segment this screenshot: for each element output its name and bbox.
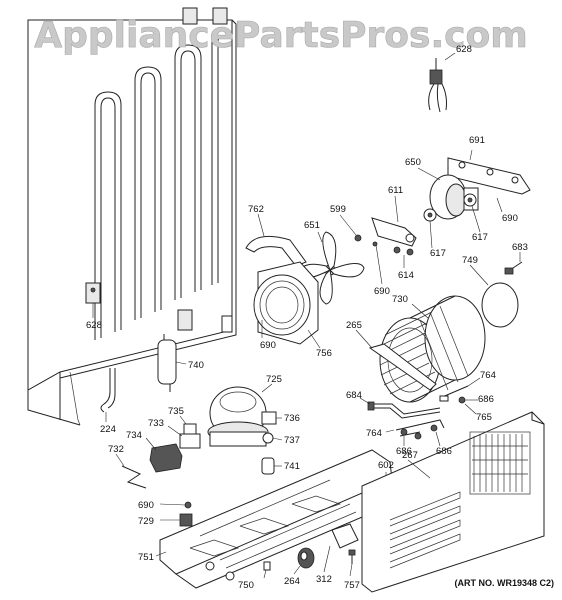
label-737: 737: [284, 435, 300, 446]
screw-683: [504, 252, 523, 275]
label-686-c: 686: [436, 446, 452, 457]
part-labels: 628 691 650 611 599 651 762 690 617 617 …: [86, 44, 528, 591]
motor-bracket-611: [371, 195, 417, 247]
label-690-bottom: 690: [138, 500, 154, 511]
label-741: 741: [284, 461, 300, 472]
clamp-686-765: [458, 396, 478, 415]
label-734: 734: [126, 430, 142, 441]
capacitor-741: [261, 457, 282, 475]
label-651: 651: [304, 220, 320, 231]
fan-guard-749: [469, 264, 519, 328]
label-686-a: 686: [478, 394, 494, 405]
label-683: 683: [512, 242, 528, 253]
label-750: 750: [238, 580, 254, 591]
label-684: 684: [346, 390, 362, 401]
relay-cover-734: [145, 437, 183, 473]
drier-740: [157, 334, 187, 392]
screws-614: [393, 246, 414, 268]
label-756: 756: [316, 348, 332, 359]
access-panel-267: [361, 411, 545, 593]
label-602: 602: [378, 460, 394, 471]
relay-733: [167, 425, 201, 449]
label-740: 740: [188, 360, 204, 371]
label-614: 614: [398, 270, 414, 281]
label-732: 732: [108, 444, 124, 455]
base-pan-ribs: [189, 479, 357, 569]
label-650: 650: [405, 157, 421, 168]
art-number: (ART NO. WR19348 C2): [454, 578, 554, 588]
label-599: 599: [330, 204, 346, 215]
label-312: 312: [316, 574, 332, 585]
label-611: 611: [388, 185, 403, 196]
cabinet-back: [27, 19, 237, 426]
bracket-729: [160, 513, 193, 527]
label-735: 735: [168, 406, 184, 417]
relay-735: [179, 415, 197, 435]
label-617-a: 617: [430, 248, 446, 259]
roller-264: [293, 547, 315, 575]
label-617-b: 617: [472, 232, 488, 243]
fan-shroud-756: [253, 261, 321, 349]
bracket-691: [447, 149, 531, 213]
label-265: 265: [346, 320, 362, 331]
screw-599: [339, 214, 362, 242]
label-751: 751: [138, 552, 154, 563]
overload-736: [261, 411, 282, 425]
label-733: 733: [148, 418, 164, 429]
condenser-tubing: [94, 7, 228, 340]
label-729: 729: [138, 516, 154, 527]
label-762: 762: [248, 204, 264, 215]
label-691: 691: [469, 135, 485, 146]
duct-762: [245, 213, 307, 267]
label-725: 725: [266, 374, 282, 385]
vent-grille: [469, 431, 531, 495]
label-628-left: 628: [86, 320, 102, 331]
bracket-plate: [177, 309, 233, 333]
tube-764-top: [439, 377, 481, 402]
power-cord-628: [428, 52, 456, 113]
tube-684: [359, 397, 441, 419]
label-764-b: 764: [366, 428, 382, 439]
screw-750: [263, 561, 271, 579]
mounting-bracket-628: [85, 282, 101, 318]
label-736: 736: [284, 413, 300, 424]
screw-690-mid: [372, 241, 383, 285]
drain-tube-224: [100, 368, 116, 422]
label-764-a: 764: [480, 370, 496, 381]
label-264: 264: [284, 576, 300, 587]
label-690-mid: 690: [374, 286, 390, 297]
label-730: 730: [392, 294, 408, 305]
grommet-617: [423, 193, 481, 249]
label-224: 224: [100, 424, 116, 435]
tube-764-bottom: [385, 419, 445, 447]
label-690-right: 690: [502, 213, 518, 224]
label-749: 749: [462, 255, 478, 266]
bracket-312: [323, 523, 359, 573]
harness-732: [115, 453, 147, 489]
screw-757: [348, 549, 356, 577]
label-267: 267: [402, 450, 418, 461]
label-757: 757: [344, 580, 360, 591]
label-690-left: 690: [260, 340, 276, 351]
panel-slots: [389, 491, 461, 569]
bracket-265: [355, 329, 437, 391]
label-686-b: 686: [396, 446, 412, 457]
label-628-top: 628: [456, 44, 472, 55]
label-765: 765: [476, 412, 492, 423]
grommet-737: [262, 432, 283, 444]
screw-690-bottom: [159, 501, 192, 509]
watermark-text: AppliancePartsPros.com: [34, 15, 527, 56]
